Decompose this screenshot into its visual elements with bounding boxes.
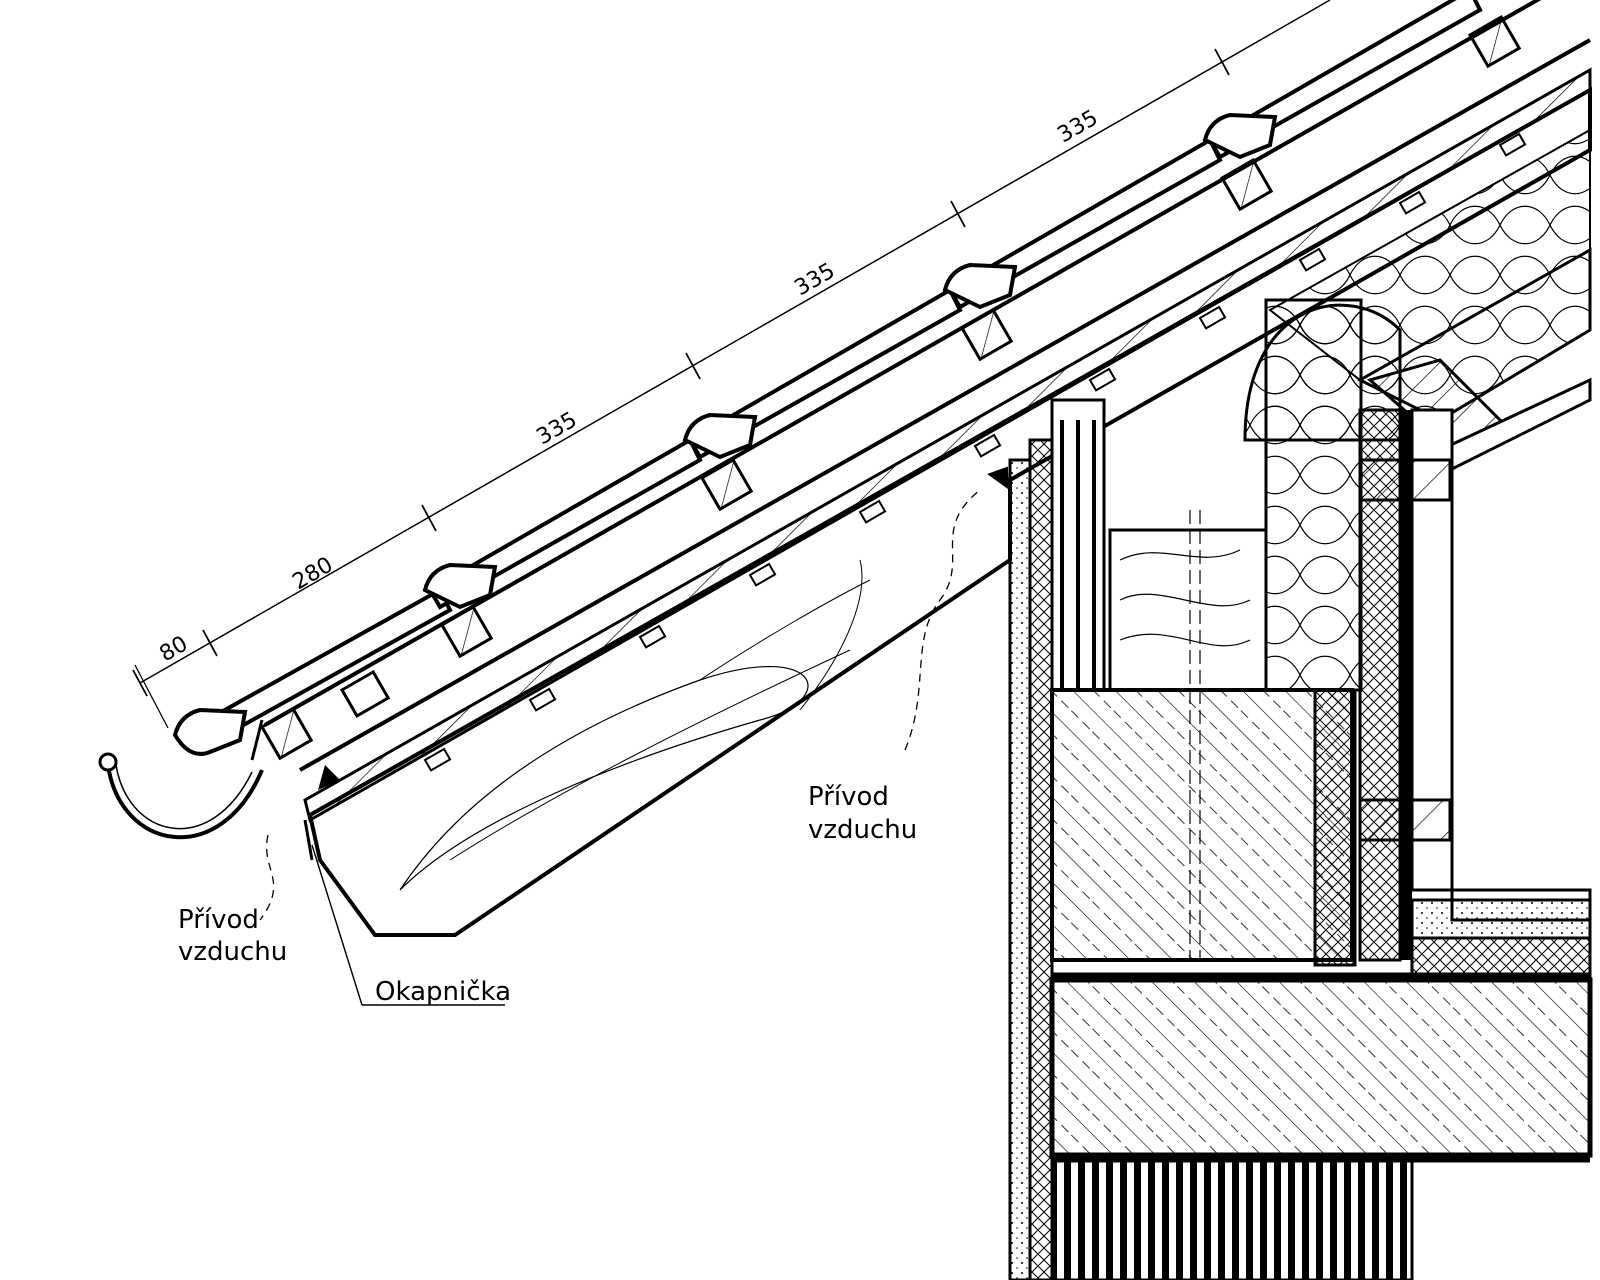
airflow-arrows <box>259 466 1009 921</box>
tile-battens <box>259 14 1522 761</box>
air-intake-label-right-2: vzduchu <box>808 815 917 845</box>
gutter <box>98 719 264 840</box>
air-intake-label-left-1: Přívod <box>178 905 259 935</box>
drip-edge-label: Okapnička <box>375 977 511 1007</box>
counter-battens <box>423 132 1527 772</box>
dimension-label-335-c: 335 <box>1054 106 1103 149</box>
dimension-chain <box>132 0 1331 729</box>
membrane-line <box>264 0 1542 727</box>
dimension-label-280: 280 <box>289 553 338 596</box>
dimension-label-80: 80 <box>156 632 193 668</box>
air-intake-label-right-1: Přívod <box>808 782 889 812</box>
wall-assembly <box>1008 128 1593 1280</box>
sheathing-layer <box>299 38 1592 823</box>
roof-tiles <box>172 0 1483 756</box>
air-intake-label-left-2: vzduchu <box>178 937 287 967</box>
drip-edge <box>303 819 505 1006</box>
